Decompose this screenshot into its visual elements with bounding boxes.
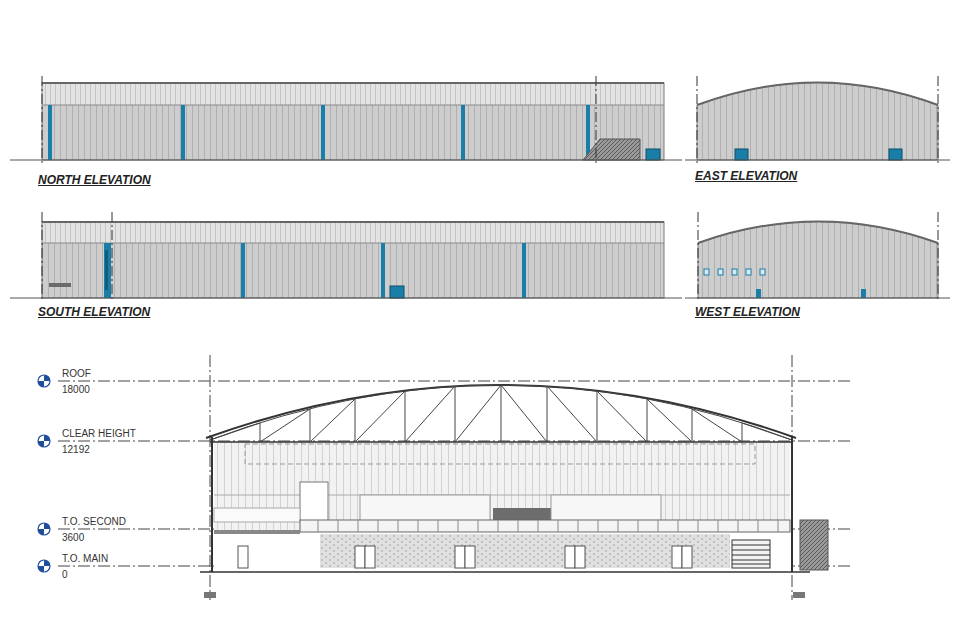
level-value: 18000	[62, 385, 90, 395]
building-section	[38, 355, 850, 600]
level-marker	[38, 375, 50, 572]
level-name: ROOF	[62, 369, 91, 379]
north-elevation	[10, 76, 682, 166]
view-title: SOUTH ELEVATION	[38, 306, 150, 318]
view-title: WEST ELEVATION	[695, 306, 800, 318]
level-value: 3600	[62, 533, 84, 543]
south-elevation	[10, 212, 682, 302]
east-elevation	[685, 76, 950, 166]
level-name: T.O. MAIN	[62, 554, 108, 564]
view-title: EAST ELEVATION	[695, 170, 797, 182]
level-name: T.O. SECOND	[62, 517, 126, 527]
level-value: 12192	[62, 445, 90, 455]
view-title: NORTH ELEVATION	[38, 174, 151, 186]
west-elevation	[685, 212, 950, 302]
level-value: 0	[62, 570, 68, 580]
level-name: CLEAR HEIGHT	[62, 429, 136, 439]
